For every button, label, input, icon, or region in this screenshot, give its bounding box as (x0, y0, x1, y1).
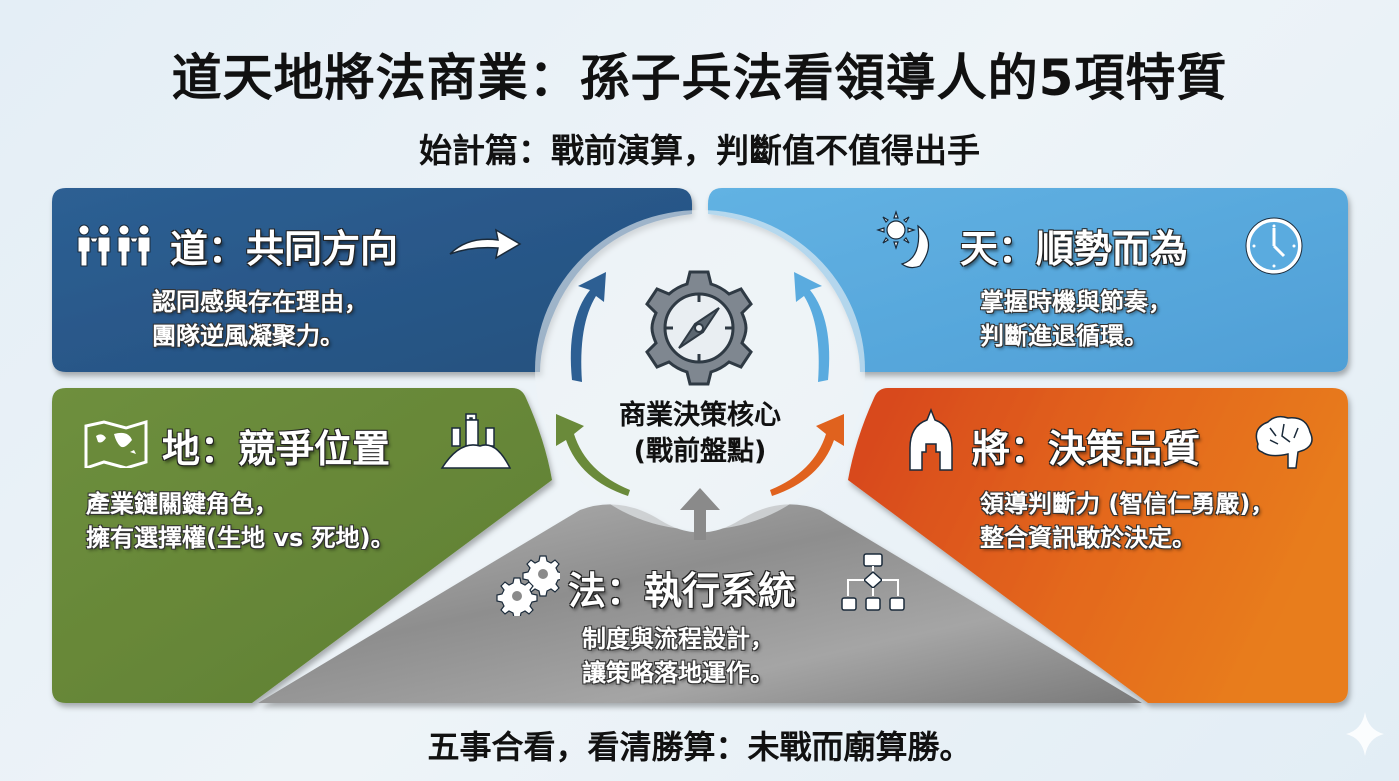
helmet-icon (909, 408, 953, 471)
arrow-to-fa (680, 488, 720, 540)
panel-fa-desc: 制度與流程設計， 讓策略落地運作。 (582, 622, 774, 690)
panel-di-desc-line2: 擁有選擇權(生地 vs 死地)。 (86, 524, 395, 552)
arrow-to-tian (794, 272, 830, 382)
arrow-right-icon (449, 228, 522, 260)
footer-conclusion: 五事合看，看清勝算：未戰而廟算勝。 (427, 728, 972, 766)
sun-moon-icon (876, 210, 930, 269)
castle-hill-icon (440, 413, 512, 469)
panel-dao-desc-line2: 團隊逆風凝聚力。 (152, 322, 344, 350)
panel-di-desc: 產業鏈關鍵角色， 擁有選擇權(生地 vs 死地)。 (86, 487, 395, 555)
panel-tian-desc: 掌握時機與節奏， 判斷進退循環。 (980, 285, 1172, 353)
gears-icon (496, 555, 560, 616)
panel-dao-bg (52, 188, 692, 372)
compass-gear-icon (645, 270, 753, 386)
panel-tian-desc-line1: 掌握時機與節奏， (980, 288, 1172, 316)
page-title: 道天地將法商業：孫子兵法看領導人的5項特質 (171, 49, 1228, 107)
people-icon (77, 224, 151, 267)
arrow-to-jiang (770, 414, 844, 496)
panel-dao-desc-line1: 認同感與存在理由， (152, 288, 368, 316)
core-label-line2: (戰前盤點) (633, 436, 767, 467)
panel-di-desc-line1: 產業鏈關鍵角色， (86, 490, 278, 518)
panel-tian-desc-line2: 判斷進退循環。 (980, 322, 1148, 350)
page-subtitle: 始計篇：戰前演算，判斷值不值得出手 (419, 131, 980, 170)
arrow-to-dao (570, 272, 606, 382)
panel-dao-desc: 認同感與存在理由， 團隊逆風凝聚力。 (152, 285, 368, 353)
brain-icon (1255, 415, 1313, 469)
panel-jiang-bg (848, 388, 1348, 703)
panel-fa-desc-line2: 讓策略落地運作。 (582, 659, 774, 687)
panel-tian-title: 天：順勢而為 (960, 227, 1189, 271)
map-icon (84, 420, 148, 468)
panel-jiang-title: 將：決策品質 (972, 427, 1201, 471)
core-label: 商業決策核心 (戰前盤點) (560, 398, 840, 470)
panel-tian-bg (708, 188, 1348, 372)
panel-jiang-desc-line2: 整合資訊敢於決定。 (980, 524, 1196, 552)
arrow-to-di (556, 414, 630, 496)
panel-jiang-desc-line1: 領導判斷力 (智信仁勇嚴)， (980, 490, 1275, 518)
panel-di-bg (52, 388, 552, 703)
clock-icon (1245, 217, 1303, 275)
panel-fa-desc-line1: 制度與流程設計， (582, 625, 774, 653)
panel-fa-bg (258, 504, 1142, 703)
panel-fa-title: 法：執行系統 (568, 569, 797, 613)
panel-dao-title: 道：共同方向 (170, 227, 399, 271)
core-label-line1: 商業決策核心 (619, 400, 781, 431)
panel-di-title: 地：競爭位置 (162, 427, 391, 471)
sparkle-icon (1346, 712, 1384, 756)
panel-jiang-desc: 領導判斷力 (智信仁勇嚴)， 整合資訊敢於決定。 (980, 487, 1274, 555)
flowchart-icon (841, 553, 905, 611)
